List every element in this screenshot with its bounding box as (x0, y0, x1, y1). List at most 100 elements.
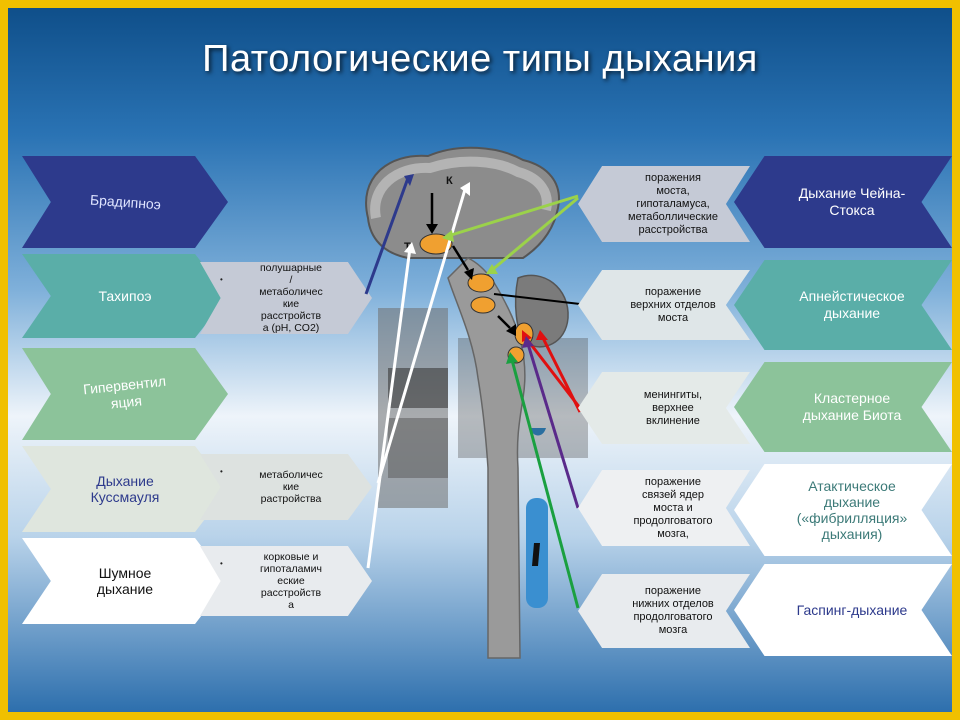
arrow-green (510, 359, 580, 609)
right-note-text: менингиты, верхнее вклинение (616, 389, 712, 428)
left-note-1: • полушарные / метаболичес кие расстройс… (200, 262, 372, 334)
label-t: Т (404, 241, 411, 253)
left-note-text: корковые и гипоталамич еские расстройств… (230, 551, 342, 611)
right-item-gasping: Гаспинг-дыхание (734, 564, 952, 656)
arrow-red-head (536, 330, 548, 340)
note-line: поражение (644, 585, 702, 597)
bullet: • (220, 559, 223, 568)
nucleus-thalamus (419, 233, 453, 255)
arrow-white-head (460, 182, 470, 196)
arrow-white-head (404, 242, 416, 254)
right-item-cheyne-stokes: Дыхание Чейна- Стокса (734, 156, 952, 248)
cortex-band (370, 156, 552, 219)
left-item-label-group: Шумное дыхание (97, 565, 153, 597)
note-line: метаболичес (259, 286, 323, 298)
right-note-2: поражение верхних отделов моста (578, 270, 750, 340)
note-line: а (pH, CO2) (262, 322, 320, 334)
scan-fragment (388, 368, 448, 408)
right-note-text: поражение нижних отделов продолговатого … (604, 585, 724, 637)
note-line: верхнее (652, 401, 694, 414)
arrow-white (376, 185, 468, 484)
note-line: вклинение (646, 414, 700, 427)
right-item-apneustic: Апнейстическое дыхание (734, 260, 952, 350)
right-item-label: Гаспинг-дыхание (796, 601, 908, 618)
arrow-black (451, 245, 470, 271)
note-line: еские (277, 575, 305, 587)
right-item-label-line2: дыхание (823, 305, 881, 321)
left-note-3: • корковые и гипоталамич еские расстройс… (200, 546, 372, 616)
note-line: связей ядер (641, 488, 704, 501)
left-item-label-line2: дыхание (96, 581, 154, 597)
connector-lines (364, 174, 582, 609)
right-item-label-line2: дыхание (823, 494, 881, 510)
note-line: продолговатого (633, 514, 713, 527)
left-item-label-line1: Дыхание (96, 473, 154, 489)
arrow-green-head (506, 352, 518, 364)
left-item-hyperventilation: • Гипервентил яция (22, 348, 228, 440)
arrow-black-head (426, 224, 438, 234)
arrow-lightgreen (491, 196, 579, 272)
note-line: гипоталамуса, (636, 197, 710, 210)
brainstem-shape (447, 257, 526, 659)
note-line: нижних отделов (632, 598, 714, 610)
note-line: мозга (658, 624, 688, 636)
arrow-purple-head (522, 336, 534, 348)
note-line: менингиты, (643, 388, 703, 401)
left-note-text: полушарные / метаболичес кие расстройств… (229, 262, 342, 334)
arrow-lightgreen-head (486, 264, 498, 274)
note-line: полушарные (260, 262, 322, 274)
note-line: расстройств (260, 310, 322, 322)
bullet: • (220, 467, 223, 476)
left-item-kussmaul: • Дыхание Куссмауля (22, 446, 228, 532)
note-line: мозга, (657, 527, 689, 540)
arrow-black (497, 315, 511, 329)
note-line: кие (282, 481, 300, 493)
left-note-text: метаболичес кие растройства (229, 469, 342, 505)
right-item-ataxic: Атактическое дыхание («фибрилляция» дыха… (734, 464, 952, 556)
bullet: • (220, 275, 223, 284)
left-item-tachypnea: • Тахипоэ (22, 254, 228, 338)
arrow-black-head (506, 324, 516, 336)
note-line: расстройства (638, 223, 708, 236)
right-item-label-line1: Кластерное (813, 390, 891, 406)
left-item-label-line2: Куссмауля (90, 489, 160, 505)
arrow-white (366, 247, 412, 569)
note-line: верхних отделов (630, 298, 716, 311)
right-item-label-group: Кластерное дыхание Биота (785, 390, 902, 424)
page-title: Патологические типы дыхания (202, 38, 758, 80)
arrow-red-head (522, 330, 532, 342)
note-line: метаболлические (628, 210, 718, 223)
note-line: моста и (653, 501, 693, 514)
right-item-label-group: Атактическое дыхание («фибрилляция» дыха… (779, 478, 908, 542)
note-line: моста (657, 311, 689, 324)
left-item-bradypnea: • Брадипноэ (22, 156, 228, 248)
slide: Патологические типы дыхания • Брадипноэ … (8, 8, 952, 712)
right-item-label-line2: дыхание Биота (802, 407, 902, 423)
right-item-label-line1: Атактическое (808, 478, 896, 494)
arrow-navy (364, 177, 410, 295)
note-line: / (289, 274, 293, 286)
right-note-text: поражение связей ядер моста и продолгова… (605, 476, 722, 541)
right-item-label-line3: («фибрилляция» (796, 510, 908, 526)
arrow-red (540, 335, 582, 413)
right-note-1: поражения моста, гипоталамуса, метаболли… (578, 166, 750, 242)
arrow-lightgreen-head (442, 230, 454, 242)
left-item-label: Тахипоэ (98, 288, 152, 304)
arrow-black (493, 293, 581, 305)
note-line: моста, (656, 184, 690, 197)
note-line: расстройств (260, 587, 322, 599)
right-note-text: поражение верхних отделов моста (602, 286, 725, 325)
nucleus-hypothalamus (467, 273, 495, 293)
right-note-3: менингиты, верхнее вклинение (578, 372, 750, 444)
right-note-text: поражения моста, гипоталамуса, метаболли… (600, 172, 728, 237)
note-line: а (288, 599, 294, 611)
left-item-label-group: Дыхание Куссмауля (91, 473, 160, 505)
label-k: К (446, 175, 453, 187)
note-line: поражения (645, 171, 701, 184)
note-line: растройства (260, 493, 322, 505)
arrow-purple (526, 343, 580, 509)
brain-diagram: К Т (365, 146, 588, 659)
right-item-label-line1: Апнейстическое (799, 288, 905, 304)
right-note-5: поражение нижних отделов продолговатого … (578, 574, 750, 648)
scan-fragment (388, 418, 448, 478)
